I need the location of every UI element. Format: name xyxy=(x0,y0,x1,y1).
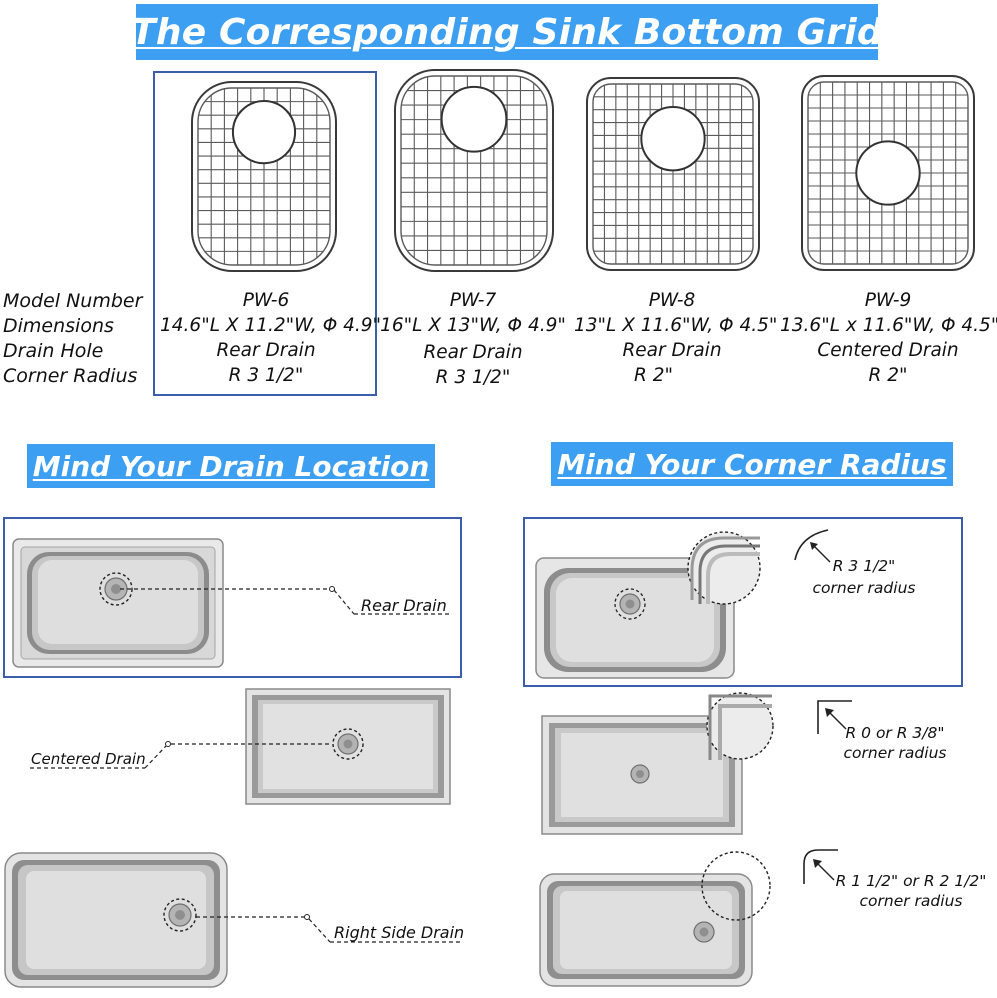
radius-value: R 3 1/2" xyxy=(832,557,896,575)
model-dimensions: 14.6"L X 11.2"W, Φ 4.9" xyxy=(160,315,382,336)
grid-pw9-image xyxy=(801,75,975,271)
label-model-number: Model Number xyxy=(3,290,143,312)
model-radius: R 3 1/2" xyxy=(435,367,511,388)
spec-row-labels: Model Number Dimensions Drain Hole Corne… xyxy=(3,289,142,389)
label-drain-hole: Drain Hole xyxy=(3,340,104,362)
model-dimensions: 13.6"L x 11.6"W, Φ 4.5" xyxy=(780,315,997,336)
radius-caption: corner radius xyxy=(859,892,963,910)
centered-drain-label: Centered Drain xyxy=(31,750,146,768)
label-corner-radius: Corner Radius xyxy=(3,365,138,387)
radius-caption: corner radius xyxy=(812,579,916,597)
model-drain: Centered Drain xyxy=(817,340,959,361)
sink-radius-0-image xyxy=(541,692,774,835)
model-dimensions: 16"L X 13"W, Φ 4.9" xyxy=(380,315,566,336)
drain-section-banner: Mind Your Drain Location xyxy=(27,444,435,488)
model-drain: Rear Drain xyxy=(622,340,722,361)
sink-centered-drain-image xyxy=(245,688,451,805)
model-pw9-specs: PW-9 13.6"L x 11.6"W, Φ 4.5" Centered Dr… xyxy=(780,288,997,388)
label-dimensions: Dimensions xyxy=(3,315,114,337)
model-drain: Rear Drain xyxy=(423,342,523,363)
model-pw8-specs: PW-8 13"L X 11.6"W, Φ 4.5" Rear Drain R … xyxy=(574,288,778,388)
sink-rear-drain-image xyxy=(12,538,224,668)
model-radius: R 2" xyxy=(868,365,908,386)
model-dimensions: 13"L X 11.6"W, Φ 4.5" xyxy=(574,315,778,336)
sink-right-side-drain-image xyxy=(4,852,228,988)
radius-highlight xyxy=(523,517,963,687)
grid-pw6-image xyxy=(191,81,337,272)
model-pw6-specs: PW-6 14.6"L X 11.2"W, Φ 4.9" Rear Drain … xyxy=(160,288,382,388)
radius-15-icon xyxy=(803,849,838,884)
right-side-drain-leader xyxy=(196,914,462,943)
rear-drain-label: Rear Drain xyxy=(361,596,447,615)
drain-section-title: Mind Your Drain Location xyxy=(32,449,430,483)
page-title: The Corresponding Sink Bottom Grid xyxy=(131,11,883,53)
radius-section-title: Mind Your Corner Radius xyxy=(557,447,947,481)
model-radius: R 3 1/2" xyxy=(228,365,304,386)
model-pw7-specs: PW-7 16"L X 13"W, Φ 4.9" Rear Drain R 3 … xyxy=(378,288,568,390)
model-number: PW-7 xyxy=(449,290,497,311)
rear-drain-leader xyxy=(120,586,450,615)
rear-drain-highlight xyxy=(3,517,462,678)
sink-radius-15-image xyxy=(539,851,771,987)
radius-35-icon xyxy=(794,529,831,563)
model-number: PW-9 xyxy=(864,290,912,311)
right-side-drain-label: Right Side Drain xyxy=(334,923,465,942)
radius-15-label: R 1 1/2" or R 2 1/2" corner radius xyxy=(834,871,988,911)
model-number: PW-6 xyxy=(242,290,290,311)
grid-pw7-image xyxy=(394,69,554,272)
sink-radius-3-5-image xyxy=(535,531,761,679)
centered-drain-leader xyxy=(30,741,330,769)
radius-section-banner: Mind Your Corner Radius xyxy=(551,442,953,486)
model-number: PW-8 xyxy=(648,290,696,311)
radius-0-icon xyxy=(817,700,852,734)
selected-model-highlight xyxy=(153,71,377,396)
radius-0-label: R 0 or R 3/8" corner radius xyxy=(834,723,956,763)
radius-caption: corner radius xyxy=(843,744,947,762)
radius-value: R 0 or R 3/8" xyxy=(845,724,945,742)
radius-value: R 1 1/2" or R 2 1/2" xyxy=(835,872,987,890)
radius-35-label: R 3 1/2" corner radius xyxy=(804,556,924,598)
page-title-banner: The Corresponding Sink Bottom Grid xyxy=(131,4,883,60)
model-drain: Rear Drain xyxy=(216,340,316,361)
grid-pw8-image xyxy=(586,77,760,271)
model-radius: R 2" xyxy=(634,365,674,386)
